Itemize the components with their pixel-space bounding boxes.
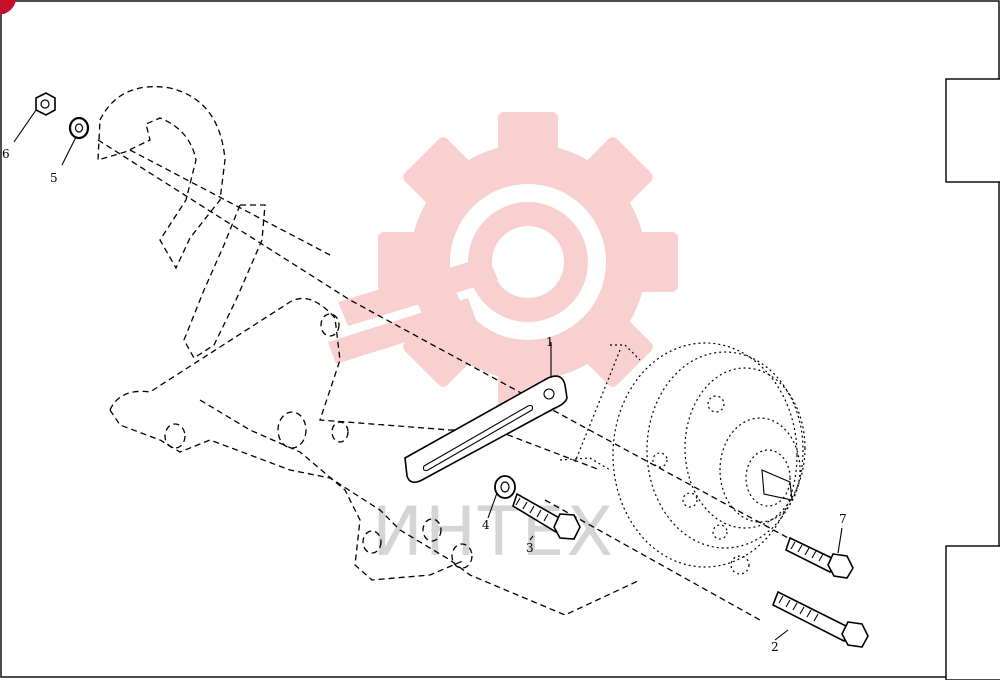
- callout-labels: 1 2 3 4 5 6 7: [2, 147, 847, 654]
- upper-bracket: [97, 86, 266, 359]
- hex-nut: [35, 92, 56, 116]
- callout-3: 3: [526, 541, 534, 555]
- long-cap-screw: [771, 590, 869, 648]
- leader-lines: [13, 109, 843, 641]
- watermark-logo: [328, 112, 678, 412]
- lock-washer: [68, 116, 90, 140]
- callout-2: 2: [771, 640, 779, 654]
- mounting-base: [109, 297, 641, 616]
- callout-6: 6: [2, 147, 10, 161]
- alignment-lines: [97, 139, 839, 621]
- short-cap-screw: [785, 536, 854, 579]
- alternator: [559, 342, 806, 575]
- corner-badge: [0, 0, 16, 14]
- washer: [494, 475, 516, 499]
- callout-4: 4: [482, 518, 490, 532]
- edge-tab-bottom: [945, 545, 1000, 680]
- callout-1: 1: [546, 335, 554, 349]
- adjusting-strap: [404, 375, 568, 484]
- callout-5: 5: [50, 171, 58, 185]
- edge-tab-top: [945, 78, 1000, 183]
- callout-7: 7: [839, 512, 847, 526]
- watermark-text: ИНТЕХ: [372, 493, 615, 572]
- cap-screw: [512, 492, 581, 540]
